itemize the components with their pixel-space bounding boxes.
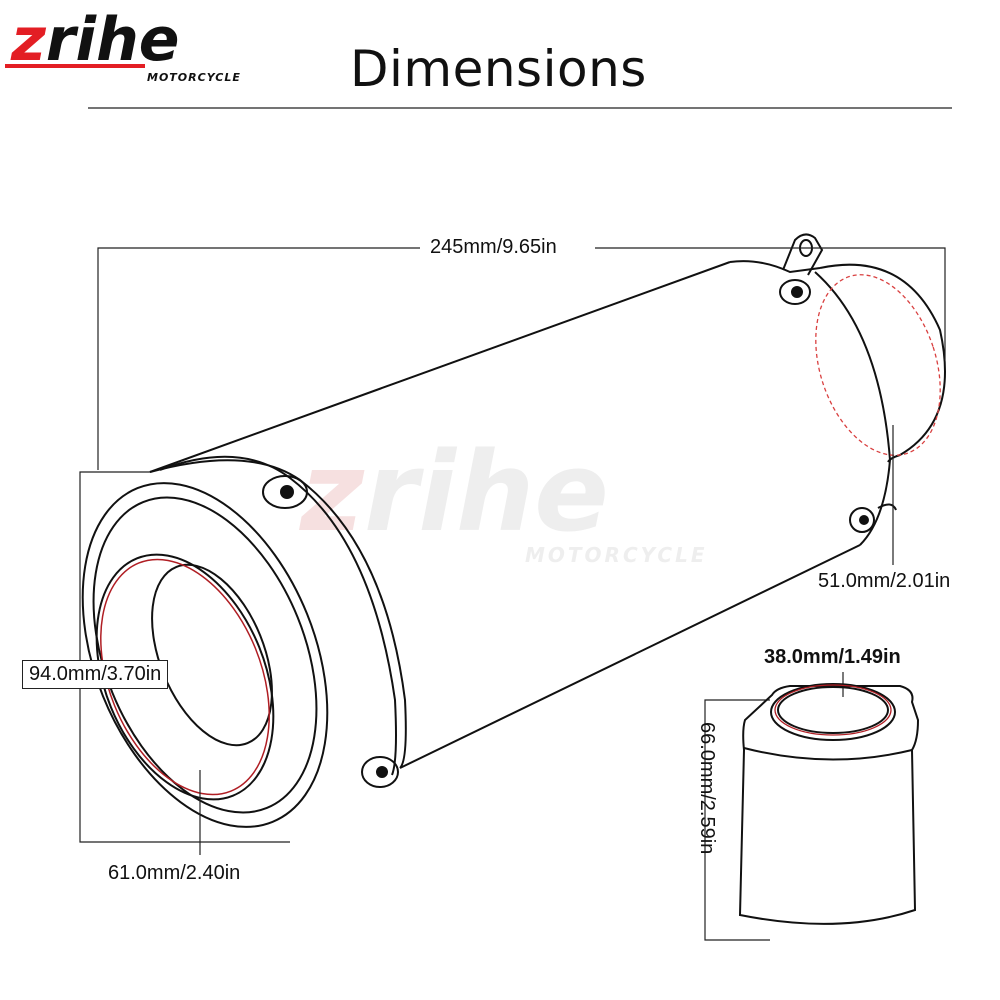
length-label: 245mm/9.65in: [430, 236, 557, 258]
svg-text:zrihe: zrihe: [10, 5, 180, 75]
db-killer-seam: [743, 747, 913, 761]
length-dim-right: [595, 247, 946, 360]
outlet-opening-outer: [95, 553, 275, 801]
logo-subtitle: MOTORCYCLE: [147, 71, 241, 84]
rear-bolt-top: [779, 279, 811, 305]
db-killer-red-ring: [774, 684, 892, 736]
logo-letters: rihe: [46, 5, 180, 75]
outer-diameter-dim: [79, 471, 290, 843]
watermark-letter-z: z: [299, 428, 365, 556]
watermark-subtitle: MOTORCYCLE: [525, 543, 707, 567]
outlet-seal-ring: [100, 558, 270, 796]
inlet-dashed-outline: [815, 274, 941, 456]
dimension-lines: [79, 247, 946, 941]
inlet-diameter-label: 51.0mm/2.01in: [818, 570, 951, 592]
db-killer-diameter-label: 38.0mm/1.49in: [764, 646, 901, 668]
watermark-letters: rihe: [364, 428, 609, 556]
front-bolt-top: [262, 475, 308, 509]
svg-text:zrihe: zrihe: [299, 428, 609, 556]
watermark: zrihe MOTORCYCLE: [299, 428, 707, 567]
db-killer-length-label: 66.0mm/2.59in: [696, 722, 718, 855]
rear-bolt-bottom: [849, 507, 875, 533]
db-killer-top-outer: [770, 683, 896, 741]
muffler-body: [81, 233, 946, 828]
front-flange-inner: [159, 455, 397, 776]
db-killer-insert: [738, 683, 920, 925]
rear-hook: [877, 503, 897, 511]
outer-diameter-label: 94.0mm/3.70in: [22, 660, 169, 689]
length-dim-left: [97, 247, 420, 470]
logo-swoosh: [5, 64, 145, 68]
db-killer-length-dim: [704, 699, 770, 941]
front-bolt-bottom-hole: [376, 766, 388, 778]
body-top-rear: [729, 260, 821, 274]
db-killer-top-inner: [777, 686, 889, 734]
front-face-outer: [81, 482, 329, 828]
rear-bolt-bottom-hole: [859, 515, 869, 525]
page-title: Dimensions: [350, 40, 647, 98]
front-flange-outer: [149, 459, 407, 769]
rear-cap-arc-outer: [814, 271, 892, 546]
front-bolt-top-hole: [280, 485, 294, 499]
body-bottom-edge: [399, 544, 861, 769]
body-top-edge: [149, 261, 731, 473]
front-bolt-bottom: [361, 756, 399, 788]
rear-bolt-top-hole: [791, 286, 803, 298]
inner-diameter-label: 61.0mm/2.40in: [108, 862, 241, 884]
hanger-bracket: [782, 233, 824, 276]
logo-letter-z: z: [10, 5, 47, 75]
rear-cap-dome: [819, 263, 946, 463]
brand-logo: zrihe MOTORCYCLE: [5, 5, 241, 84]
front-face-ring: [92, 496, 318, 814]
